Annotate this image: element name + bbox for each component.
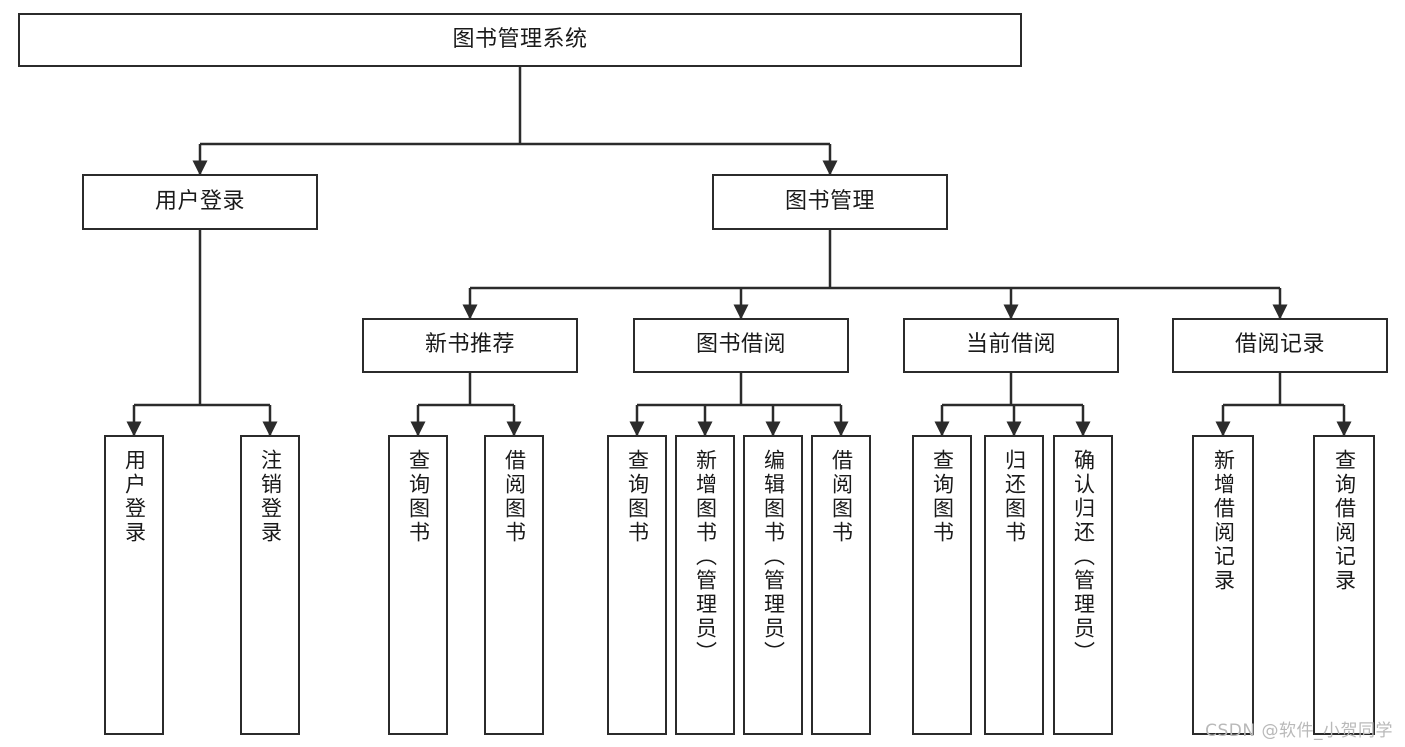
node-leaf-add-record[interactable]: 新增借阅记录 — [1192, 435, 1254, 735]
node-leaf-query-book-1[interactable]: 查询图书 — [388, 435, 448, 735]
node-user-login[interactable]: 用户登录 — [82, 174, 318, 230]
node-leaf-logout[interactable]: 注销登录 — [240, 435, 300, 735]
node-label: 用户登录 — [122, 449, 147, 545]
node-label: 借阅图书 — [829, 449, 854, 545]
node-leaf-add-book[interactable]: 新增图书（管理员） — [675, 435, 735, 735]
node-label: 图书管理 — [784, 188, 875, 214]
node-leaf-borrow-book-2[interactable]: 借阅图书 — [811, 435, 871, 735]
watermark-text: CSDN @软件_小贺同学 — [1205, 721, 1393, 741]
node-leaf-query-book-2[interactable]: 查询图书 — [607, 435, 667, 735]
node-label: 图书借阅 — [695, 332, 786, 358]
node-label: 图书管理系统 — [452, 26, 588, 52]
node-borrow-record[interactable]: 借阅记录 — [1172, 318, 1388, 373]
node-leaf-edit-book[interactable]: 编辑图书（管理员） — [743, 435, 803, 735]
node-label: 编辑图书（管理员） — [761, 449, 786, 665]
node-leaf-return-book[interactable]: 归还图书 — [984, 435, 1044, 735]
connector-lines — [126, 67, 1352, 437]
node-label: 新增借阅记录 — [1211, 449, 1236, 593]
node-new-book-rec[interactable]: 新书推荐 — [362, 318, 578, 373]
node-label: 借阅记录 — [1234, 332, 1325, 358]
node-label: 借阅图书 — [502, 449, 527, 545]
node-leaf-user-login[interactable]: 用户登录 — [104, 435, 164, 735]
node-label: 查询借阅记录 — [1332, 449, 1357, 593]
node-leaf-query-record[interactable]: 查询借阅记录 — [1313, 435, 1375, 735]
node-book-borrow[interactable]: 图书借阅 — [633, 318, 849, 373]
node-book-manage[interactable]: 图书管理 — [712, 174, 948, 230]
node-label: 新增图书（管理员） — [693, 449, 718, 665]
node-leaf-confirm-return[interactable]: 确认归还（管理员） — [1053, 435, 1113, 735]
node-label: 查询图书 — [625, 449, 650, 545]
node-current-borrow[interactable]: 当前借阅 — [903, 318, 1119, 373]
node-leaf-borrow-book-1[interactable]: 借阅图书 — [484, 435, 544, 735]
node-root[interactable]: 图书管理系统 — [18, 13, 1022, 67]
node-label: 确认归还（管理员） — [1071, 449, 1096, 665]
node-leaf-query-book-3[interactable]: 查询图书 — [912, 435, 972, 735]
node-label: 归还图书 — [1002, 449, 1027, 545]
node-label: 当前借阅 — [965, 332, 1056, 358]
node-label: 查询图书 — [930, 449, 955, 545]
node-label: 注销登录 — [258, 449, 283, 545]
node-label: 用户登录 — [154, 188, 245, 214]
node-label: 新书推荐 — [424, 332, 515, 358]
node-label: 查询图书 — [406, 449, 431, 545]
